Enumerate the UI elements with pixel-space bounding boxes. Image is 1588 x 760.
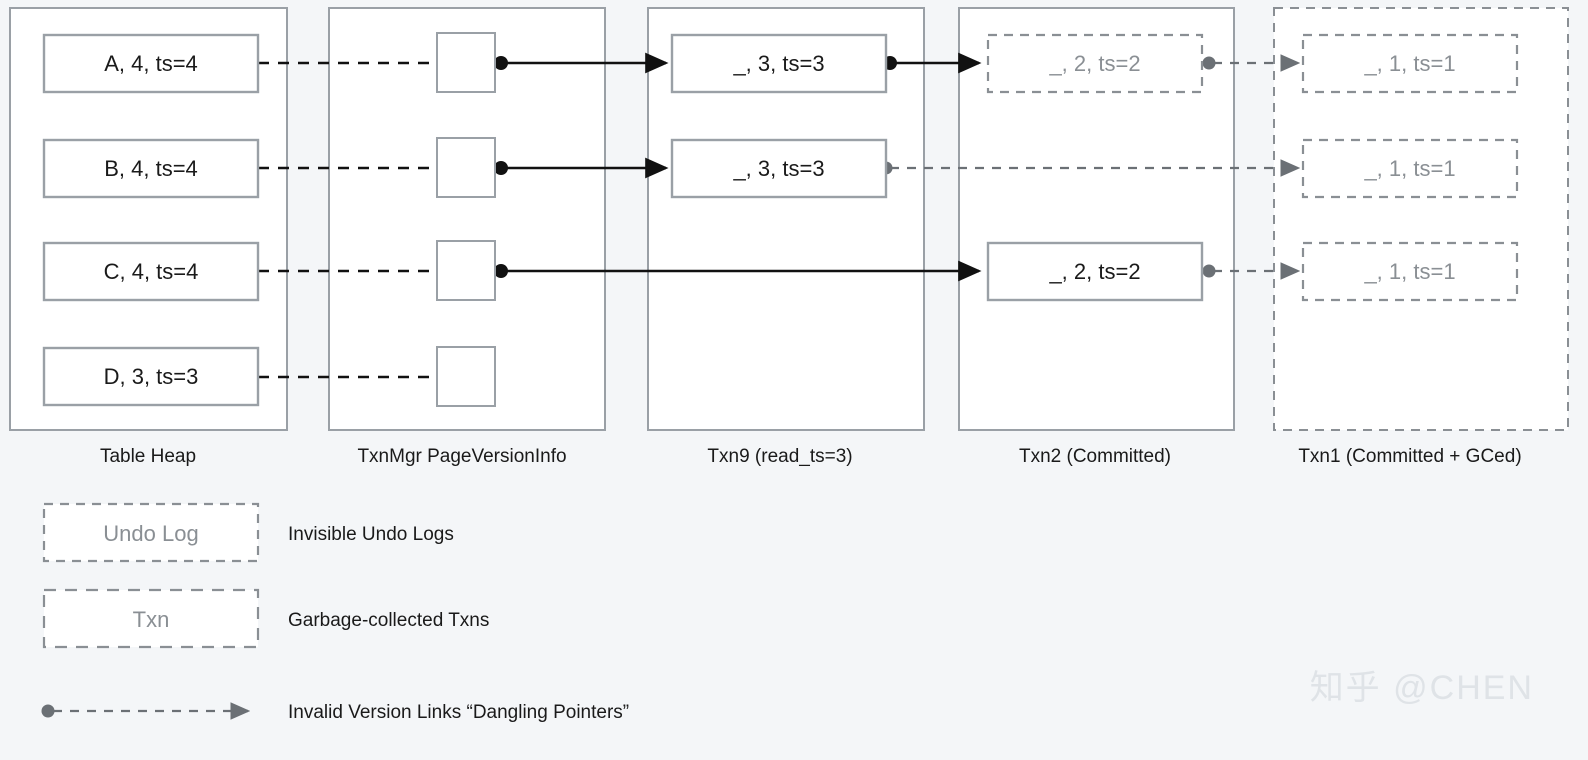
dangling-pointer-txn2-row1	[1202, 54, 1301, 72]
table-heap-row-label: C, 4, ts=4	[104, 259, 199, 284]
table-heap-row[interactable]: A, 4, ts=4	[42, 33, 260, 94]
legend-item-txn: Txn Garbage-collected Txns	[42, 588, 489, 649]
undo-log-box-txn9-row2[interactable]: _, 3, ts=3	[670, 138, 888, 199]
heap-to-versioninfo-links	[258, 61, 437, 379]
version-info-slot[interactable]	[436, 32, 496, 93]
legend-box-label-undo-log: Undo Log	[103, 521, 198, 546]
table-heap-row[interactable]: D, 3, ts=3	[42, 346, 260, 407]
undo-log-label: _, 2, ts=2	[1048, 51, 1140, 76]
undo-log-box-txn1-row2[interactable]: _, 1, ts=1	[1301, 138, 1519, 199]
dangling-origin-dot	[1202, 56, 1216, 70]
undo-log-label: _, 1, ts=1	[1363, 259, 1455, 284]
dangling-pointer-txn2-row3	[1202, 262, 1301, 280]
undo-log-label: _, 3, ts=3	[732, 51, 824, 76]
undo-log-label: _, 1, ts=1	[1363, 156, 1455, 181]
dangling-origin-dot	[41, 704, 55, 718]
link-origin-dot	[494, 56, 508, 70]
versioninfo-to-undolog-links	[494, 52, 982, 282]
undo-log-box-txn1-row3[interactable]: _, 1, ts=1	[1301, 241, 1519, 302]
column-label-txn9: Txn9 (read_ts=3)	[707, 446, 852, 467]
undo-log-box-txn2-row3[interactable]: _, 2, ts=2	[986, 241, 1204, 302]
table-heap-row[interactable]: C, 4, ts=4	[42, 241, 260, 302]
legend-item-undo-log: Undo Log Invisible Undo Logs	[42, 502, 454, 563]
legend-item-dangling-pointer: Invalid Version Links “Dangling Pointers…	[41, 702, 629, 723]
watermark-text: 知乎 @CHEN	[1310, 669, 1534, 707]
column-label-table-heap: Table Heap	[100, 446, 196, 467]
table-heap-row-label: B, 4, ts=4	[104, 156, 198, 181]
table-heap-row-label: D, 3, ts=3	[104, 364, 199, 389]
column-label-txn2: Txn2 (Committed)	[1019, 446, 1171, 467]
legend-box-label-txn: Txn	[133, 607, 170, 632]
version-info-slot[interactable]	[436, 240, 496, 301]
version-info-slot[interactable]	[436, 346, 496, 407]
legend-description-dangling-pointer: Invalid Version Links “Dangling Pointers…	[288, 702, 629, 723]
version-info-slot[interactable]	[436, 137, 496, 198]
undo-log-box-txn9-row1[interactable]: _, 3, ts=3	[670, 33, 888, 94]
column-label-txn1: Txn1 (Committed + GCed)	[1298, 446, 1521, 467]
undo-log-box-txn1-row1[interactable]: _, 1, ts=1	[1301, 33, 1519, 94]
link-origin-dot	[494, 161, 508, 175]
undo-log-label: _, 1, ts=1	[1363, 51, 1455, 76]
legend-description-undo-log: Invisible Undo Logs	[288, 524, 454, 545]
undo-log-label: _, 2, ts=2	[1048, 259, 1140, 284]
column-label-txnmgr: TxnMgr PageVersionInfo	[357, 446, 566, 467]
dangling-origin-dot	[1202, 264, 1216, 278]
link-origin-dot	[494, 264, 508, 278]
undo-log-box-txn2-row1[interactable]: _, 2, ts=2	[986, 33, 1204, 94]
table-heap-row-label: A, 4, ts=4	[104, 51, 198, 76]
legend-description-txn: Garbage-collected Txns	[288, 610, 489, 631]
undo-log-label: _, 3, ts=3	[732, 156, 824, 181]
table-heap-row[interactable]: B, 4, ts=4	[42, 138, 260, 199]
